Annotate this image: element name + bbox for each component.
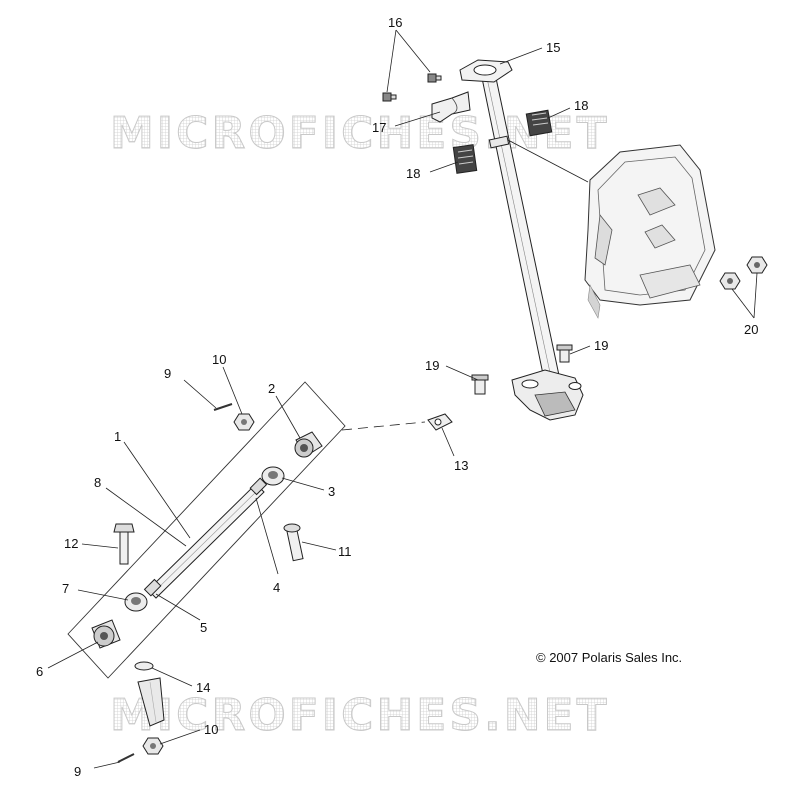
callout-20: 20 (744, 322, 758, 337)
bushing-18-lower (452, 144, 478, 174)
bolt-16-right (427, 73, 442, 83)
bolt-11 (283, 523, 304, 562)
watermark-bottom: MICROFICHES.NET (110, 690, 610, 741)
clamp-bracket-17 (431, 91, 471, 123)
steering-column-tube (481, 77, 561, 385)
callout-10-upper: 10 (212, 352, 226, 367)
callout-10-lower: 10 (204, 722, 218, 737)
cotter-pin-9-upper (213, 403, 233, 411)
bolt-19-right (556, 344, 573, 363)
dash-panel (584, 144, 716, 319)
callout-19-left: 19 (425, 358, 439, 373)
jam-nut-5 (143, 578, 162, 597)
callout-9-lower: 9 (74, 764, 81, 779)
watermark-top: MICROFICHES.NET (110, 108, 610, 159)
callout-5: 5 (200, 620, 207, 635)
nut-20-upper (746, 256, 768, 274)
cotter-pin-9-lower (117, 753, 135, 763)
nut-20-lower (719, 272, 741, 290)
callout-17: 17 (372, 120, 386, 135)
leader-lines (47, 29, 758, 769)
callout-8: 8 (94, 475, 101, 490)
column-lower-bracket (511, 369, 584, 421)
callout-14: 14 (196, 680, 210, 695)
callout-18-upper: 18 (574, 98, 588, 113)
callout-9-upper: 9 (164, 366, 171, 381)
assembly-outline (67, 381, 346, 679)
callout-16: 16 (388, 15, 402, 30)
callout-13: 13 (454, 458, 468, 473)
nut-10-lower (142, 737, 164, 755)
callout-2: 2 (268, 381, 275, 396)
bolt-12 (113, 523, 135, 565)
tie-rod-tube (147, 483, 265, 599)
stud-14 (134, 661, 165, 727)
callout-12: 12 (64, 536, 78, 551)
callout-4: 4 (273, 580, 280, 595)
callout-labels: 16 15 17 18 18 20 19 19 13 9 10 2 3 1 8 … (36, 15, 758, 779)
callout-1: 1 (114, 429, 121, 444)
bolt-16-left (382, 92, 397, 102)
callout-3: 3 (328, 484, 335, 499)
nut-10-upper (233, 413, 255, 431)
callout-19-right: 19 (594, 338, 608, 353)
copyright-text: © 2007 Polaris Sales Inc. (536, 650, 682, 665)
callout-18-lower: 18 (406, 166, 420, 181)
plate-13 (427, 413, 453, 431)
bolt-19-left (471, 374, 489, 395)
callout-15: 15 (546, 40, 560, 55)
rod-end-3 (261, 466, 285, 486)
bushing-18-upper (525, 109, 553, 137)
callout-7: 7 (62, 581, 69, 596)
callout-6: 6 (36, 664, 43, 679)
callout-11: 11 (338, 544, 352, 559)
bushing-2 (294, 431, 323, 458)
column-top-plate (459, 59, 513, 83)
bushing-6 (91, 619, 121, 649)
rod-end-7 (124, 592, 148, 612)
jam-nut-4 (249, 477, 268, 496)
